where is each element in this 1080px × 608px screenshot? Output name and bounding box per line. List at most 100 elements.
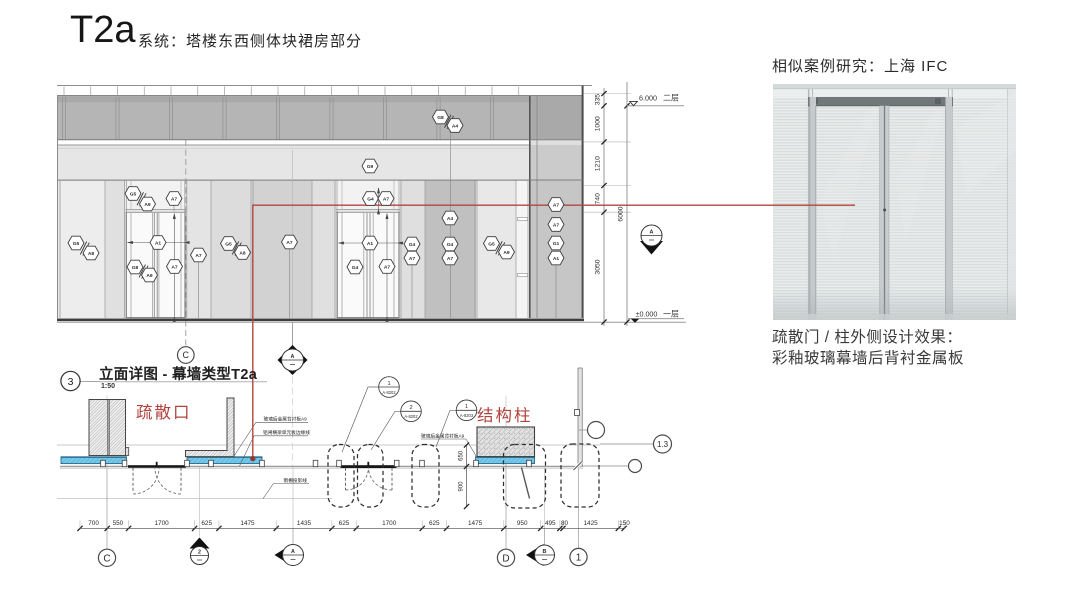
svg-text:335: 335 [595,94,602,106]
svg-text:1: 1 [576,553,582,564]
svg-text:D: D [502,553,509,564]
svg-text:1: 1 [387,381,390,387]
page-title: T2a [70,9,136,51]
section-marker: A [277,345,308,375]
panel-tag: A4 [441,210,459,226]
svg-text:G9: G9 [367,164,374,170]
panel-tag: A9 [138,196,157,212]
svg-text:A7: A7 [383,196,390,202]
grid-bubble: C [97,548,117,568]
photo-caption-line2: 彩釉玻璃幕墙后背衬金属板 [772,350,965,367]
svg-text:A7: A7 [171,196,178,202]
beam-band [57,144,537,181]
svg-text:A7: A7 [286,240,293,246]
panel-tag: A7 [165,191,183,206]
grid-bubble: C [176,346,195,364]
panel-tag: A7 [441,250,459,266]
panel-tag: G5 [482,236,501,251]
svg-text:1475: 1475 [468,520,483,527]
page-subtitle: 系统：塔楼东西侧体块裙房部分 [138,33,363,50]
svg-text:1700: 1700 [154,520,169,527]
drawing-title: 立面详图 - 幕墙类型T2a [99,367,258,383]
level-lower-value: ±0.000 [636,310,658,319]
hatched-wall-left [88,399,130,456]
grid-bubble: D [496,548,516,568]
svg-text:A7: A7 [447,256,454,262]
panel-tag: G5 [124,186,142,201]
panel-tag: A9 [497,244,516,260]
panel-tag: G4 [361,191,380,206]
svg-text:1000: 1000 [595,116,602,131]
leader-note: 铝闸横梁单元板边缘线 [239,429,310,467]
detail-callout: 1A-8202 [341,376,400,453]
elevation-drawing [57,85,686,349]
plan-door-1 [128,461,186,495]
svg-text:G1: G1 [553,241,560,247]
panel-tag: A1 [547,250,565,266]
section-marker: A [640,224,663,255]
svg-text:玻璃后金属背衬板A9: 玻璃后金属背衬板A9 [421,432,465,439]
svg-text:A8: A8 [239,250,246,256]
panel-tag: A8 [233,245,252,260]
panel-tag: A7 [403,250,421,266]
svg-text:1435: 1435 [297,520,312,527]
detail-callout: 1A-8203 [435,399,478,448]
panel-tag: G4 [441,236,459,252]
svg-text:雨棚投影线: 雨棚投影线 [284,477,308,484]
svg-text:A-8202: A-8202 [404,414,418,419]
svg-text:B: B [543,549,547,555]
svg-text:A1: A1 [553,256,560,262]
svg-text:A7: A7 [409,256,416,262]
panel-tag: A9 [140,267,159,283]
hatched-wall-L [185,397,235,458]
svg-text:A9: A9 [144,202,151,208]
svg-text:G8: G8 [132,265,139,271]
svg-text:1475: 1475 [240,520,255,527]
svg-text:A4: A4 [447,216,454,222]
grid-bubble [586,420,606,440]
svg-text:550: 550 [113,520,124,527]
leader-note: 玻璃后金属背衬板A9 [233,416,308,457]
svg-text:A1: A1 [155,240,162,246]
svg-text:玻璃后金属背衬板A9: 玻璃后金属背衬板A9 [264,416,308,423]
svg-text:G5: G5 [73,241,80,247]
svg-text:G4: G4 [352,265,359,271]
svg-text:150: 150 [619,520,630,527]
svg-text:80: 80 [561,520,569,527]
photo-caption: 疏散门 / 柱外侧设计效果： 彩釉玻璃幕墙后背衬金属板 [772,327,964,369]
leader-note: 雨棚投影线 [262,477,309,499]
structural-column-hatch [476,426,536,458]
section-marker: B [526,544,555,566]
svg-text:650: 650 [458,450,464,461]
drawing-number: 3 [68,376,74,388]
panel-tag: A7 [378,259,396,274]
svg-text:G4: G4 [447,242,454,248]
svg-text:3050: 3050 [595,259,602,274]
svg-text:G4: G4 [409,242,416,248]
detail-callout: 2A-8202 [370,400,422,451]
plan-drawing: 3 [57,367,654,550]
leader-note: 玻璃后金属背衬板A9 [421,432,477,456]
svg-text:A: A [291,549,295,555]
svg-text:6000: 6000 [618,206,625,221]
svg-text:1: 1 [465,404,468,410]
svg-text:C: C [183,350,190,360]
plan-mullion-marks [100,459,532,468]
evac-opening-label: 疏散口 [136,404,192,422]
panel-tag: A7 [189,247,208,263]
svg-text:A7: A7 [553,202,560,208]
svg-text:A7: A7 [384,264,391,270]
elevation-door-2 [336,181,403,323]
svg-text:G5: G5 [488,241,495,247]
grid-bubble: 1 [569,547,588,567]
svg-text:A7: A7 [171,264,178,270]
svg-text:625: 625 [201,520,212,527]
panel-tag: G8 [126,259,144,275]
svg-text:700: 700 [88,520,99,527]
svg-text:1700: 1700 [382,520,397,527]
